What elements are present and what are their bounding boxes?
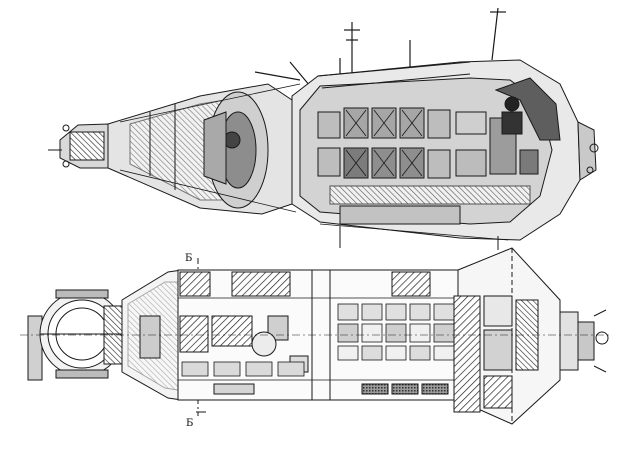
aft-docking-port	[577, 121, 599, 181]
main-hull	[291, 59, 581, 241]
aft-cone-section	[453, 247, 561, 425]
antenna-masts	[254, 7, 506, 87]
floor-vents	[213, 383, 449, 395]
section-view	[20, 247, 612, 425]
equipment-racks	[181, 303, 455, 377]
section-mark-top: Б	[185, 253, 193, 264]
front-docking-probe	[48, 123, 111, 169]
cutaway-view	[48, 7, 599, 250]
interior-containers	[317, 107, 539, 179]
section-mark-bottom: Б	[186, 418, 194, 429]
aft-docking-section	[559, 309, 609, 373]
front-node-sphere	[27, 289, 125, 381]
transfer-cone	[107, 83, 293, 215]
